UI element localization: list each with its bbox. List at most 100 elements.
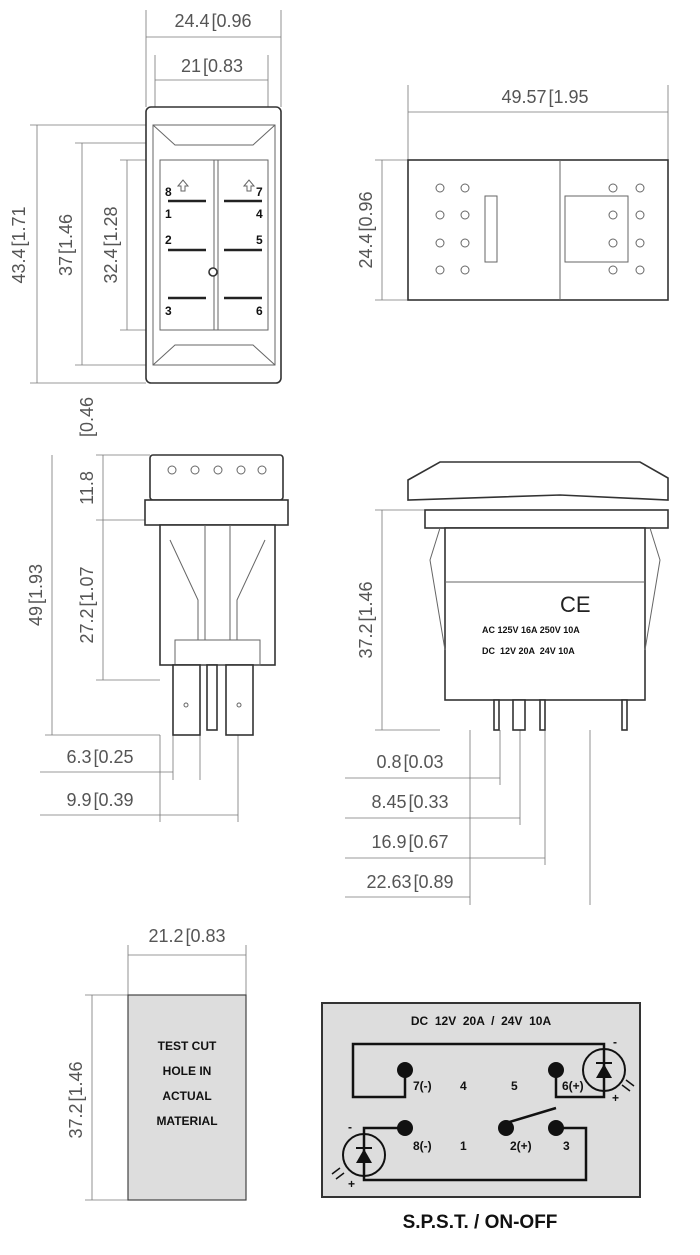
- dimension-inch: [1.46: [356, 581, 376, 621]
- terminal-dot: [435, 210, 445, 220]
- pin-4: 4: [460, 1079, 467, 1093]
- wiring-caption: S.P.S.T. / ON-OFF: [403, 1212, 558, 1233]
- dimension-mm: 49.57: [501, 87, 546, 107]
- dimension-side-body: 27.2 [1.07: [77, 566, 97, 643]
- cutout-line-4: MATERIAL: [156, 1114, 217, 1128]
- dimension-mm: 11.8: [77, 471, 97, 505]
- pin-7: 7(-): [413, 1079, 432, 1093]
- dimension-mm: 21: [181, 56, 201, 76]
- dimension-top-width-outer: 24.4[0.96: [174, 11, 251, 31]
- terminal-dot: [460, 183, 470, 193]
- dimension-value: 37.2[1.46: [66, 1061, 86, 1138]
- arrow-up-icon: [176, 179, 256, 192]
- svg-text:+: +: [612, 1091, 619, 1105]
- dimension-mm: 6.3: [66, 747, 91, 767]
- dimension-pin-3: 16.9[0.67: [371, 832, 448, 852]
- dimension-lines: [30, 10, 669, 1201]
- cutout-line-3: ACTUAL: [162, 1089, 211, 1103]
- dimension-inch: [1.46: [56, 214, 76, 254]
- dimension-mm: 0.8: [376, 752, 401, 772]
- pin-6: 6(+): [562, 1079, 584, 1093]
- cutout-line-1: TEST CUT: [158, 1039, 217, 1053]
- dimension-inch: [1.07: [77, 566, 97, 606]
- dimension-term-width-1: 6.3[0.25: [66, 747, 133, 767]
- terminal-2: 2: [165, 233, 172, 247]
- dimension-inch: [0.89: [414, 872, 454, 892]
- dimension-mm: 24.4: [356, 234, 376, 269]
- dimension-value: 0.8[0.03: [376, 752, 443, 772]
- dimension-value: 49.57[1.95: [501, 87, 588, 107]
- dimension-mm: 21.2: [148, 926, 183, 946]
- terminal-dot: [608, 238, 618, 248]
- dimension-value: 37.2[1.46: [356, 581, 376, 658]
- dimension-value: 43.4[1.71: [9, 206, 29, 283]
- svg-text:-: -: [348, 1120, 352, 1134]
- dimension-inch: [0.96: [212, 11, 252, 31]
- ce-mark: CE: [560, 592, 591, 617]
- dimension-value: 21.2[0.83: [148, 926, 225, 946]
- led-icon: -+: [331, 1120, 386, 1191]
- dimension-mm: 37: [56, 256, 76, 276]
- terminal-dot: [635, 265, 645, 275]
- dimension-value: 22.63[0.89: [366, 872, 453, 892]
- dimension-pin-1: 0.8[0.03: [376, 752, 443, 772]
- dimension-value: 6.3[0.25: [66, 747, 133, 767]
- dimension-pin-4: 22.63[0.89: [366, 872, 453, 892]
- dimension-inch: [1.28: [101, 206, 121, 246]
- dimension-mm: 43.4: [9, 249, 29, 284]
- dimension-top-height-outer: 43.4[1.71: [9, 206, 29, 283]
- pin-2: 2(+): [510, 1139, 532, 1153]
- dimension-value: 8.45[0.33: [371, 792, 448, 812]
- dimension-cut-height: 37.2[1.46: [66, 1061, 86, 1138]
- dimension-value: 37[1.46: [56, 214, 76, 276]
- dimension-value: 27.2 [1.07: [77, 566, 97, 643]
- terminal-dot: [635, 238, 645, 248]
- terminal-dot: [435, 265, 445, 275]
- dimension-mm: 8.45: [371, 792, 406, 812]
- dimension-side-total: 49[1.93: [26, 564, 46, 626]
- terminal-dot: [608, 210, 618, 220]
- pin-3: 3: [563, 1139, 570, 1153]
- terminal-dot: [635, 210, 645, 220]
- terminal-dot: [635, 183, 645, 193]
- terminal-dot: [460, 238, 470, 248]
- dimension-top-height-inner: 32.4[1.28: [101, 206, 121, 283]
- svg-text:-: -: [613, 1035, 617, 1049]
- dimension-cut-width: 21.2[0.83: [148, 926, 225, 946]
- wiring-diagram: DC 12V 20A / 24V 10A -+ -+ 7(-) 4 5 6(+)…: [321, 1002, 641, 1233]
- terminal-5: 5: [256, 233, 263, 247]
- dimension-value: 9.9[0.39: [66, 790, 133, 810]
- dimension-right-height: 24.4 [0.96: [356, 191, 376, 268]
- terminal-6: 6: [256, 304, 263, 318]
- dimension-inch: [1.95: [549, 87, 589, 107]
- dimension-inch: [1.46: [66, 1061, 86, 1101]
- dimension-value: 16.9[0.67: [371, 832, 448, 852]
- dimension-mm: 24.4: [174, 11, 209, 31]
- terminal-dot: [435, 183, 445, 193]
- dimension-mm: 27.2: [77, 609, 97, 644]
- svg-text:+: +: [348, 1177, 355, 1191]
- dimension-mm: 9.9: [66, 790, 91, 810]
- dimension-inch: [0.96: [356, 191, 376, 231]
- terminal-dot: [608, 265, 618, 275]
- terminal-1: 1: [165, 207, 172, 221]
- pin-5: 5: [511, 1079, 518, 1093]
- pin-1: 1: [460, 1139, 467, 1153]
- side-view: [144, 454, 289, 736]
- dimension-mm: 22.63: [366, 872, 411, 892]
- dimension-inch: [0.03: [403, 752, 443, 772]
- dimension-inch: [0.25: [93, 747, 133, 767]
- dimension-value: 24.4[0.96: [174, 11, 251, 31]
- dimension-inch: [0.33: [409, 792, 449, 812]
- top-view: [407, 159, 669, 301]
- cutout-line-2: HOLE IN: [163, 1064, 212, 1078]
- test-cut-hole: TEST CUT HOLE IN ACTUAL MATERIAL: [127, 994, 247, 1201]
- dimension-term-width-2: 9.9[0.39: [66, 790, 133, 810]
- dimension-right-length: 49.57[1.95: [501, 87, 588, 107]
- terminal-dot: [460, 265, 470, 275]
- terminal-dot: [460, 210, 470, 220]
- dimension-value: 21[0.83: [181, 56, 243, 76]
- dimension-value: 32.4[1.28: [101, 206, 121, 283]
- profile-view: CE AC 125V 16A 250V 10A DC 12V 20A 24V 1…: [407, 461, 669, 731]
- dimension-mm: 16.9: [371, 832, 406, 852]
